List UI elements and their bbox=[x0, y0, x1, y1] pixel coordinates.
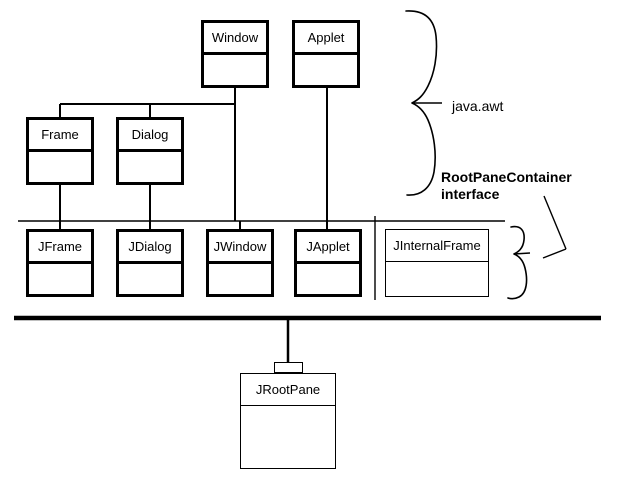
class-body-window bbox=[204, 55, 266, 85]
class-box-jwindow[interactable]: JWindow bbox=[206, 229, 274, 297]
class-box-applet[interactable]: Applet bbox=[292, 20, 360, 88]
interface-label-rootpanecontainer: RootPaneContainer bbox=[441, 169, 572, 185]
class-box-jdialog[interactable]: JDialog bbox=[116, 229, 184, 297]
class-body-jdialog bbox=[119, 264, 181, 294]
interface-label-subtitle: interface bbox=[441, 186, 500, 202]
class-box-dialog[interactable]: Dialog bbox=[116, 117, 184, 185]
class-name-applet: Applet bbox=[295, 23, 357, 55]
class-box-frame[interactable]: Frame bbox=[26, 117, 94, 185]
rootpanecontainer-brace bbox=[507, 225, 528, 300]
class-box-jframe[interactable]: JFrame bbox=[26, 229, 94, 297]
class-name-jrootpane: JRootPane bbox=[241, 374, 335, 406]
rootpanecontainer-brace-tick bbox=[513, 252, 531, 255]
class-body-japplet bbox=[297, 264, 359, 294]
class-name-jinternalframe: JInternalFrame bbox=[386, 230, 488, 262]
class-body-frame bbox=[29, 152, 91, 182]
interface-leader-line-2 bbox=[542, 248, 567, 259]
package-label-java-awt: java.awt bbox=[452, 98, 504, 114]
class-body-jinternalframe bbox=[386, 262, 488, 296]
class-body-jframe bbox=[29, 264, 91, 294]
class-box-window[interactable]: Window bbox=[201, 20, 269, 88]
class-box-jinternalframe[interactable]: JInternalFrame bbox=[385, 229, 489, 297]
class-box-japplet[interactable]: JApplet bbox=[294, 229, 362, 297]
class-name-jframe: JFrame bbox=[29, 232, 91, 264]
class-name-frame: Frame bbox=[29, 120, 91, 152]
class-name-jwindow: JWindow bbox=[209, 232, 271, 264]
class-name-japplet: JApplet bbox=[297, 232, 359, 264]
class-body-jrootpane bbox=[241, 406, 335, 468]
class-box-jrootpane[interactable]: JRootPane bbox=[240, 373, 336, 469]
class-name-jdialog: JDialog bbox=[119, 232, 181, 264]
class-body-dialog bbox=[119, 152, 181, 182]
class-name-window: Window bbox=[204, 23, 266, 55]
rootpane-composition-marker bbox=[274, 362, 303, 373]
interface-leader-line bbox=[543, 195, 567, 250]
class-body-applet bbox=[295, 55, 357, 85]
class-body-jwindow bbox=[209, 264, 271, 294]
class-name-dialog: Dialog bbox=[119, 120, 181, 152]
